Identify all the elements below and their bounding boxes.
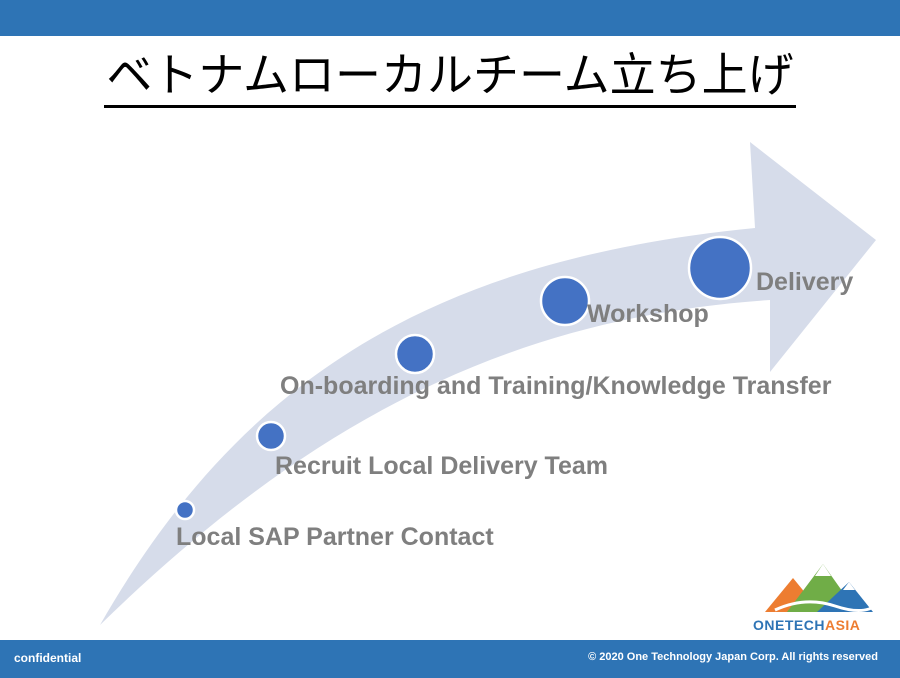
step-label-2: Recruit Local Delivery Team xyxy=(275,452,609,480)
step-dot-1 xyxy=(174,499,196,521)
step-dot-2 xyxy=(255,420,287,452)
header-bar xyxy=(0,0,900,36)
step-dot-4 xyxy=(539,275,591,327)
slide-title-text: ベトナムローカルチーム立ち上げ xyxy=(104,48,796,108)
logo-text-onetech: ONETECH xyxy=(753,617,825,633)
step-label-4: Workshop xyxy=(587,300,709,328)
slide-title: ベトナムローカルチーム立ち上げ xyxy=(0,48,900,108)
step-dot-5 xyxy=(687,235,753,301)
mountain-logo-icon xyxy=(765,564,879,612)
footer-bar: confidential © 2020 One Technology Japan… xyxy=(0,640,900,678)
footer-confidential: confidential xyxy=(14,651,82,665)
logo-text-asia: ASIA xyxy=(824,617,861,633)
step-label-5: Delivery xyxy=(756,268,854,296)
footer-copyright: © 2020 One Technology Japan Corp. All ri… xyxy=(588,651,878,663)
step-label-3: On-boarding and Training/Knowledge Trans… xyxy=(280,372,832,400)
step-dot-3 xyxy=(394,333,436,375)
growth-arrow-icon xyxy=(100,142,876,625)
logo-wordmark: ONETECHASIA xyxy=(753,617,860,633)
company-logo: ONETECHASIA xyxy=(745,560,890,638)
step-label-1: Local SAP Partner Contact xyxy=(176,523,494,551)
